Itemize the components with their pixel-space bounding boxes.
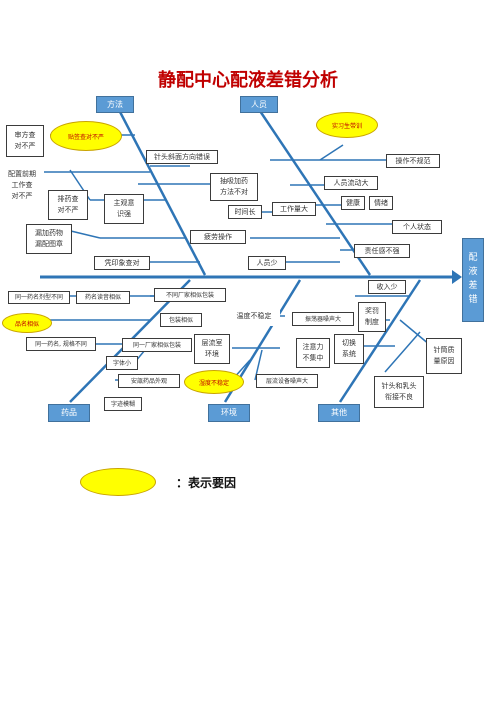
- cause-subjective: 主观意 识强: [104, 194, 144, 224]
- cause-income: 收入少: [368, 280, 406, 294]
- cause-personal: 个人状态: [392, 220, 442, 234]
- cause-needle-quality: 针筒质 量原因: [426, 338, 462, 374]
- cause-vibration-noise: 振荡器噪声大: [292, 312, 354, 326]
- cause-similar-name: 药名读音相似: [76, 291, 130, 304]
- key-cause-label-check: 贴签查对不严: [50, 121, 122, 151]
- cause-sound-alike: 安瓿药品外观: [118, 374, 180, 388]
- category-other: 其他: [318, 404, 360, 422]
- cause-pack-similar: 包装相似: [160, 313, 202, 327]
- cause-print-check: 凭印象查对: [94, 256, 150, 270]
- page-title: 静配中心配液差错分析: [158, 70, 338, 91]
- cause-small-font: 字体小: [106, 356, 138, 370]
- spine-arrowhead: [452, 270, 462, 284]
- cause-workload: 工作量大: [272, 202, 316, 216]
- cause-needle-direction: 针头斜面方向错误: [146, 150, 218, 164]
- cause-font-blur: 字迹模糊: [104, 397, 142, 411]
- cause-sort-check: 排药查 对不严: [48, 190, 88, 220]
- cause-temp-unstable: 温度不稳定: [228, 306, 280, 326]
- key-cause-humidity-unstable: 湿度不稳定: [184, 370, 244, 394]
- category-drug: 药品: [48, 404, 90, 422]
- cause-fatigue: 疲劳操作: [190, 230, 246, 244]
- category-env: 环境: [208, 404, 250, 422]
- cause-few-staff: 人员少: [248, 256, 286, 270]
- cause-missing-drug: 漏加药物 漏配图章: [26, 224, 72, 254]
- key-cause-intern: 实习生带训: [316, 112, 378, 138]
- cause-same-drug-diff-size: 同一药名, 规格不同: [26, 337, 96, 351]
- bone-other: [338, 279, 422, 403]
- cause-prep-check: 配置前期 工作查 对不严: [2, 162, 42, 208]
- cause-responsibility: 责任感不强: [354, 244, 410, 258]
- cause-needle-cap: 针头和乳头 衔接不良: [374, 376, 424, 408]
- cause-equipment-noise: 层流设备噪声大: [256, 374, 318, 388]
- cause-prescription-review: 审方查 对不严: [6, 125, 44, 157]
- cause-same-drug-diff-spec: 同一药名剂型不同: [8, 291, 70, 304]
- cause-cleanroom: 层流室 环境: [194, 334, 230, 364]
- cause-worktime: 时间长: [228, 205, 262, 219]
- cause-emotion: 情绪: [369, 196, 393, 210]
- category-method: 方法: [96, 96, 134, 113]
- cause-reward-system: 奖罚 制度: [358, 302, 386, 332]
- cause-dissolve-method: 抽吸加药 方法不对: [210, 173, 258, 201]
- legend-key-cause-swatch: [80, 468, 156, 496]
- key-cause-similar-look: 品名相似: [2, 313, 52, 333]
- cause-switch-system: 切换 系统: [334, 334, 364, 364]
- category-people: 人员: [240, 96, 278, 113]
- cause-turnover: 人员流动大: [324, 176, 378, 190]
- bone-people: [256, 107, 372, 276]
- cause-same-factory-pack: 同一厂家相似包装: [122, 338, 192, 352]
- legend-label: ：表示要因: [176, 476, 237, 490]
- cause-operation: 操作不规范: [386, 154, 440, 168]
- cause-diff-factory-pack: 不同厂家相似包装: [154, 288, 226, 302]
- cause-attention: 注意力 不集中: [296, 338, 330, 368]
- effect-head-box: 配 液 差 错: [462, 238, 484, 322]
- cause-health: 健康: [341, 196, 365, 210]
- bone-method: [116, 107, 207, 276]
